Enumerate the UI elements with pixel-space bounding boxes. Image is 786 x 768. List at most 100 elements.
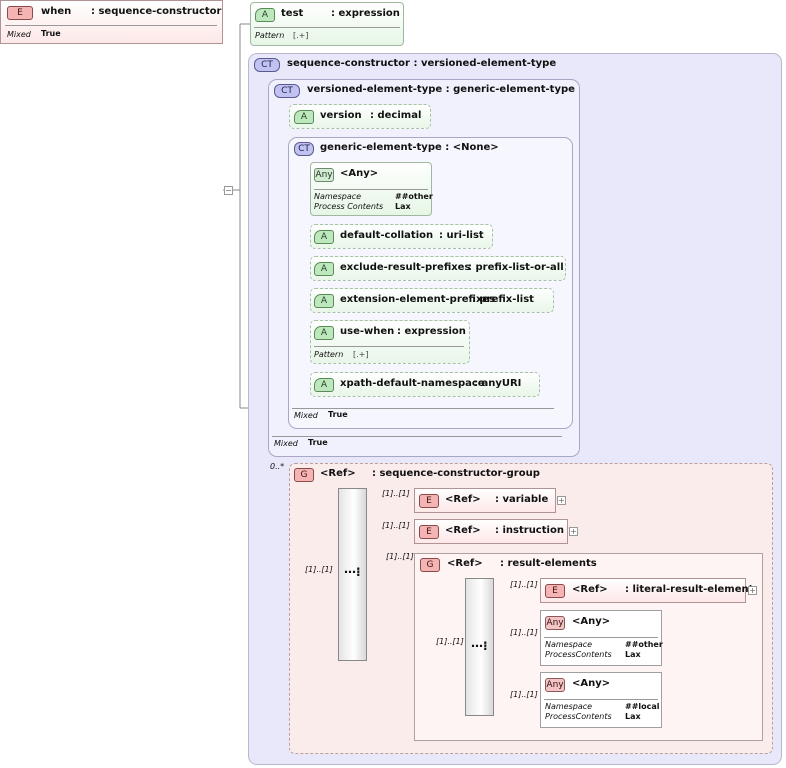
attribute-type: : expression xyxy=(397,326,466,337)
element-ref: <Ref> xyxy=(445,494,481,505)
expand-icon[interactable]: + xyxy=(557,496,566,505)
element-type: : literal-result-element xyxy=(625,584,754,595)
complex-type-badge: CT xyxy=(274,84,300,98)
instruction-cardinality: [1]..[1] xyxy=(382,521,410,530)
element-instruction[interactable]: E <Ref> : instruction xyxy=(414,519,568,544)
process-contents-value: Lax xyxy=(395,202,411,211)
any-badge: Any xyxy=(545,616,565,630)
complex-type-title: versioned-element-type : generic-element… xyxy=(307,84,575,95)
any-element-local[interactable]: Any <Any> Namespace ##local ProcessConte… xyxy=(540,672,662,728)
attribute-use-when[interactable]: A use-when : expression Pattern [.+] xyxy=(310,320,470,364)
attribute-type: : expression xyxy=(331,8,400,19)
pattern-key: Pattern xyxy=(255,31,285,40)
element-badge: E xyxy=(545,584,565,598)
sequence-icon: ⋯⁝ xyxy=(344,565,361,579)
process-contents-key: Process Contents xyxy=(314,202,384,211)
sequence-icon: ⋯⁝ xyxy=(471,639,488,653)
attribute-name: default-collation xyxy=(340,230,434,241)
attribute-badge: A xyxy=(314,326,334,340)
attribute-badge: A xyxy=(314,230,334,244)
sequence-compositor[interactable]: ⋯⁝ xyxy=(338,488,367,661)
expand-icon[interactable]: + xyxy=(748,586,757,595)
group-badge: G xyxy=(294,468,314,482)
element-badge: E xyxy=(419,494,439,508)
complex-type-badge: CT xyxy=(294,142,314,156)
attribute-badge: A xyxy=(314,378,334,392)
element-type: : instruction xyxy=(495,525,564,536)
element-when[interactable]: E when : sequence-constructor Mixed True xyxy=(0,0,223,44)
result-elements-cardinality: [1]..[1] xyxy=(386,552,414,561)
any-cardinality: [1]..[1] xyxy=(510,628,538,637)
namespace-value: ##local xyxy=(625,702,660,711)
attribute-default-collation[interactable]: A default-collation : uri-list xyxy=(310,224,493,249)
group-ref: <Ref> xyxy=(447,558,483,569)
expand-icon[interactable]: + xyxy=(569,527,578,536)
attribute-name: extension-element-prefixes xyxy=(340,294,496,305)
mixed-value: True xyxy=(328,410,348,419)
attribute-type: : prefix-list xyxy=(472,294,534,305)
attribute-badge: A xyxy=(294,110,314,124)
mixed-key: Mixed xyxy=(294,411,318,420)
any-name: <Any> xyxy=(572,616,611,627)
any-attribute[interactable]: Any <Any> Namespace ##other Process Cont… xyxy=(310,162,433,216)
process-contents-key: ProcessContents xyxy=(545,650,612,659)
process-contents-key: ProcessContents xyxy=(545,712,612,721)
complex-type-title: generic-element-type : <None> xyxy=(320,142,499,153)
complex-type-title: sequence-constructor : versioned-element… xyxy=(287,58,557,69)
complex-type-badge: CT xyxy=(254,58,280,72)
attribute-badge: A xyxy=(314,294,334,308)
element-variable[interactable]: E <Ref> : variable xyxy=(414,488,556,513)
element-badge: E xyxy=(419,525,439,539)
sequence-cardinality: [1]..[1] xyxy=(305,565,333,574)
attribute-type: : uri-list xyxy=(439,230,484,241)
any-cardinality: [1]..[1] xyxy=(510,690,538,699)
sequence-compositor[interactable]: ⋯⁝ xyxy=(465,578,494,716)
any-element-other[interactable]: Any <Any> Namespace ##other ProcessConte… xyxy=(540,610,663,666)
attribute-name: xpath-default-namespace xyxy=(340,378,485,389)
element-badge: E xyxy=(7,6,33,20)
attribute-exclude-result-prefixes[interactable]: A exclude-result-prefixes : prefix-list-… xyxy=(310,256,566,281)
collapse-icon[interactable]: − xyxy=(224,186,233,195)
attribute-type: : prefix-list-or-all xyxy=(468,262,564,273)
element-name: when xyxy=(41,6,72,17)
attribute-name: test xyxy=(281,8,304,19)
any-name: <Any> xyxy=(572,678,611,689)
attribute-extension-element-prefixes[interactable]: A extension-element-prefixes : prefix-li… xyxy=(310,288,554,313)
pattern-key: Pattern xyxy=(314,350,344,359)
namespace-key: Namespace xyxy=(545,702,593,711)
attribute-test[interactable]: A test : expression Pattern [.+] xyxy=(250,2,404,46)
any-name: <Any> xyxy=(340,168,379,179)
variable-cardinality: [1]..[1] xyxy=(382,489,410,498)
element-ref: <Ref> xyxy=(572,584,608,595)
literal-cardinality: [1]..[1] xyxy=(510,580,538,589)
attribute-xpath-default-namespace[interactable]: A xpath-default-namespace : anyURI xyxy=(310,372,540,397)
mixed-key: Mixed xyxy=(274,439,298,448)
group-ref: <Ref> xyxy=(320,468,356,479)
process-contents-value: Lax xyxy=(625,712,641,721)
process-contents-value: Lax xyxy=(625,650,641,659)
attribute-type: : anyURI xyxy=(474,378,522,389)
namespace-value: ##other xyxy=(395,192,433,201)
element-type: : variable xyxy=(495,494,549,505)
attribute-type: : decimal xyxy=(370,110,422,121)
sequence-cardinality: [1]..[1] xyxy=(436,637,464,646)
element-type: : sequence-constructor xyxy=(91,6,222,17)
namespace-key: Namespace xyxy=(545,640,593,649)
mixed-value: True xyxy=(308,438,328,447)
attribute-name: version xyxy=(320,110,362,121)
group-cardinality: 0..* xyxy=(270,462,285,471)
pattern-value: [.+] xyxy=(353,350,369,359)
group-badge: G xyxy=(420,558,440,572)
attribute-badge: A xyxy=(314,262,334,276)
group-type: : result-elements xyxy=(500,558,597,569)
namespace-key: Namespace xyxy=(314,192,362,201)
any-badge: Any xyxy=(545,678,565,692)
mixed-key: Mixed xyxy=(7,30,31,39)
pattern-value: [.+] xyxy=(293,31,309,40)
attribute-version[interactable]: A version : decimal xyxy=(289,104,431,129)
attribute-name: use-when xyxy=(340,326,395,337)
namespace-value: ##other xyxy=(625,640,663,649)
element-literal-result-element[interactable]: E <Ref> : literal-result-element xyxy=(540,578,753,603)
attribute-badge: A xyxy=(255,8,275,22)
group-type: : sequence-constructor-group xyxy=(372,468,540,479)
